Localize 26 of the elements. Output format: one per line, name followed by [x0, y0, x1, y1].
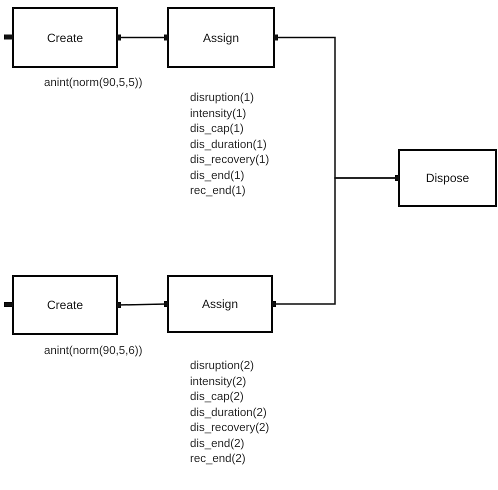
attribute-label: rec_end(1): [190, 184, 246, 199]
module-box: [398, 149, 497, 207]
attribute-label: intensity(2): [190, 374, 246, 390]
attribute-label: disruption(1): [190, 91, 254, 106]
module-label: Create: [46, 30, 84, 44]
module-label: Create: [46, 298, 84, 312]
module-box: [167, 275, 273, 333]
attribute-label: dis_duration(2): [190, 406, 267, 420]
attribute-label: dis_duration(1): [190, 138, 267, 152]
attribute-label: dis_recovery(1): [190, 153, 270, 168]
module-box: [12, 275, 118, 335]
attribute-label: disruption(2): [190, 359, 254, 374]
module-box: [167, 7, 275, 68]
expression-label: anint(norm(90,5,6)): [44, 344, 142, 359]
attribute-label: dis_cap(1): [190, 122, 244, 137]
module-label: Assign: [202, 30, 240, 44]
module-label: Assign: [202, 297, 238, 311]
attribute-label: dis_end(1): [190, 168, 244, 184]
module-box: [12, 7, 118, 68]
module-label: Dispose: [426, 171, 470, 185]
attribute-label: intensity(1): [190, 106, 246, 122]
attribute-label: dis_cap(2): [190, 390, 244, 405]
attribute-label: dis_recovery(2): [190, 421, 270, 436]
expression-label: anint(norm(90,5,5)): [44, 76, 142, 91]
attribute-label: rec_end(2): [190, 452, 246, 467]
attribute-label: dis_end(2): [190, 436, 244, 452]
